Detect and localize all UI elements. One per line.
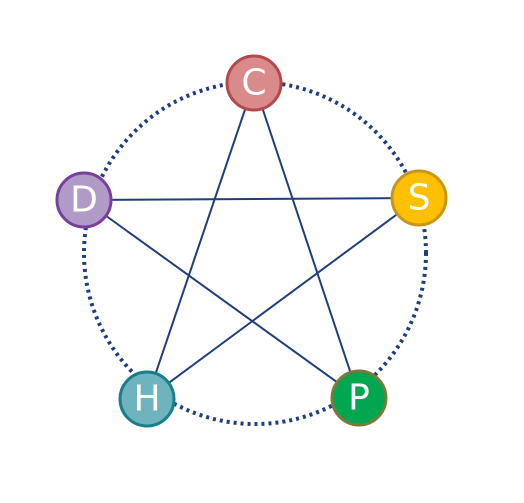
edge-s-h bbox=[146, 197, 420, 400]
node-p-circle bbox=[330, 369, 388, 427]
node-d[interactable]: D bbox=[55, 171, 113, 229]
node-s-label: S bbox=[408, 178, 431, 219]
node-d-circle bbox=[55, 171, 113, 229]
node-s-circle bbox=[390, 169, 448, 227]
node-s[interactable]: S bbox=[390, 169, 448, 227]
node-group: C S P H D bbox=[55, 54, 448, 428]
node-h-circle bbox=[118, 370, 176, 428]
edge-d-p bbox=[83, 199, 360, 399]
node-c[interactable]: C bbox=[225, 54, 283, 112]
node-p[interactable]: P bbox=[330, 369, 388, 427]
node-c-circle bbox=[225, 54, 283, 112]
node-d-label: D bbox=[70, 180, 98, 221]
node-h[interactable]: H bbox=[118, 370, 176, 428]
edge-d-s bbox=[83, 197, 420, 201]
edge-c-h bbox=[146, 82, 255, 400]
node-c-label: C bbox=[241, 63, 266, 104]
node-h-label: H bbox=[133, 379, 160, 420]
star-edges bbox=[83, 82, 420, 400]
edge-c-p bbox=[253, 82, 360, 399]
dotted-cycle-circle bbox=[82, 80, 428, 426]
node-p-label: P bbox=[348, 378, 370, 419]
